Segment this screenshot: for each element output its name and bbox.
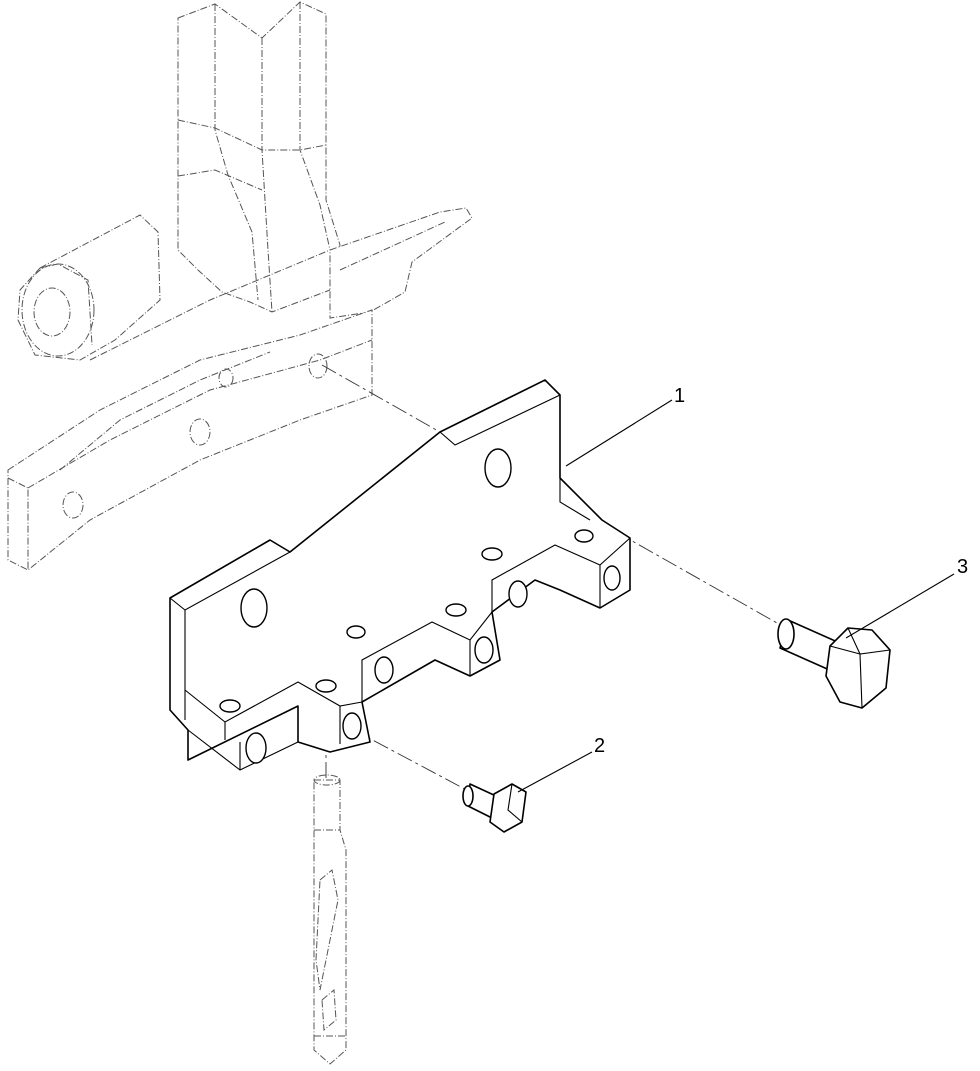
bracket-part-1 [169,379,631,771]
callout-3: 3 [845,556,968,639]
phantom-pin [313,774,347,1065]
callout-number-1: 1 [674,385,685,407]
callout-2: 2 [517,735,605,793]
set-screw-part-2 [462,783,527,833]
callout-number-2: 2 [594,735,605,757]
callout-number-3: 3 [957,556,968,578]
phantom-mounting-assembly [7,1,473,571]
hex-bolt-part-3 [777,618,891,709]
callout-1: 1 [565,385,685,467]
